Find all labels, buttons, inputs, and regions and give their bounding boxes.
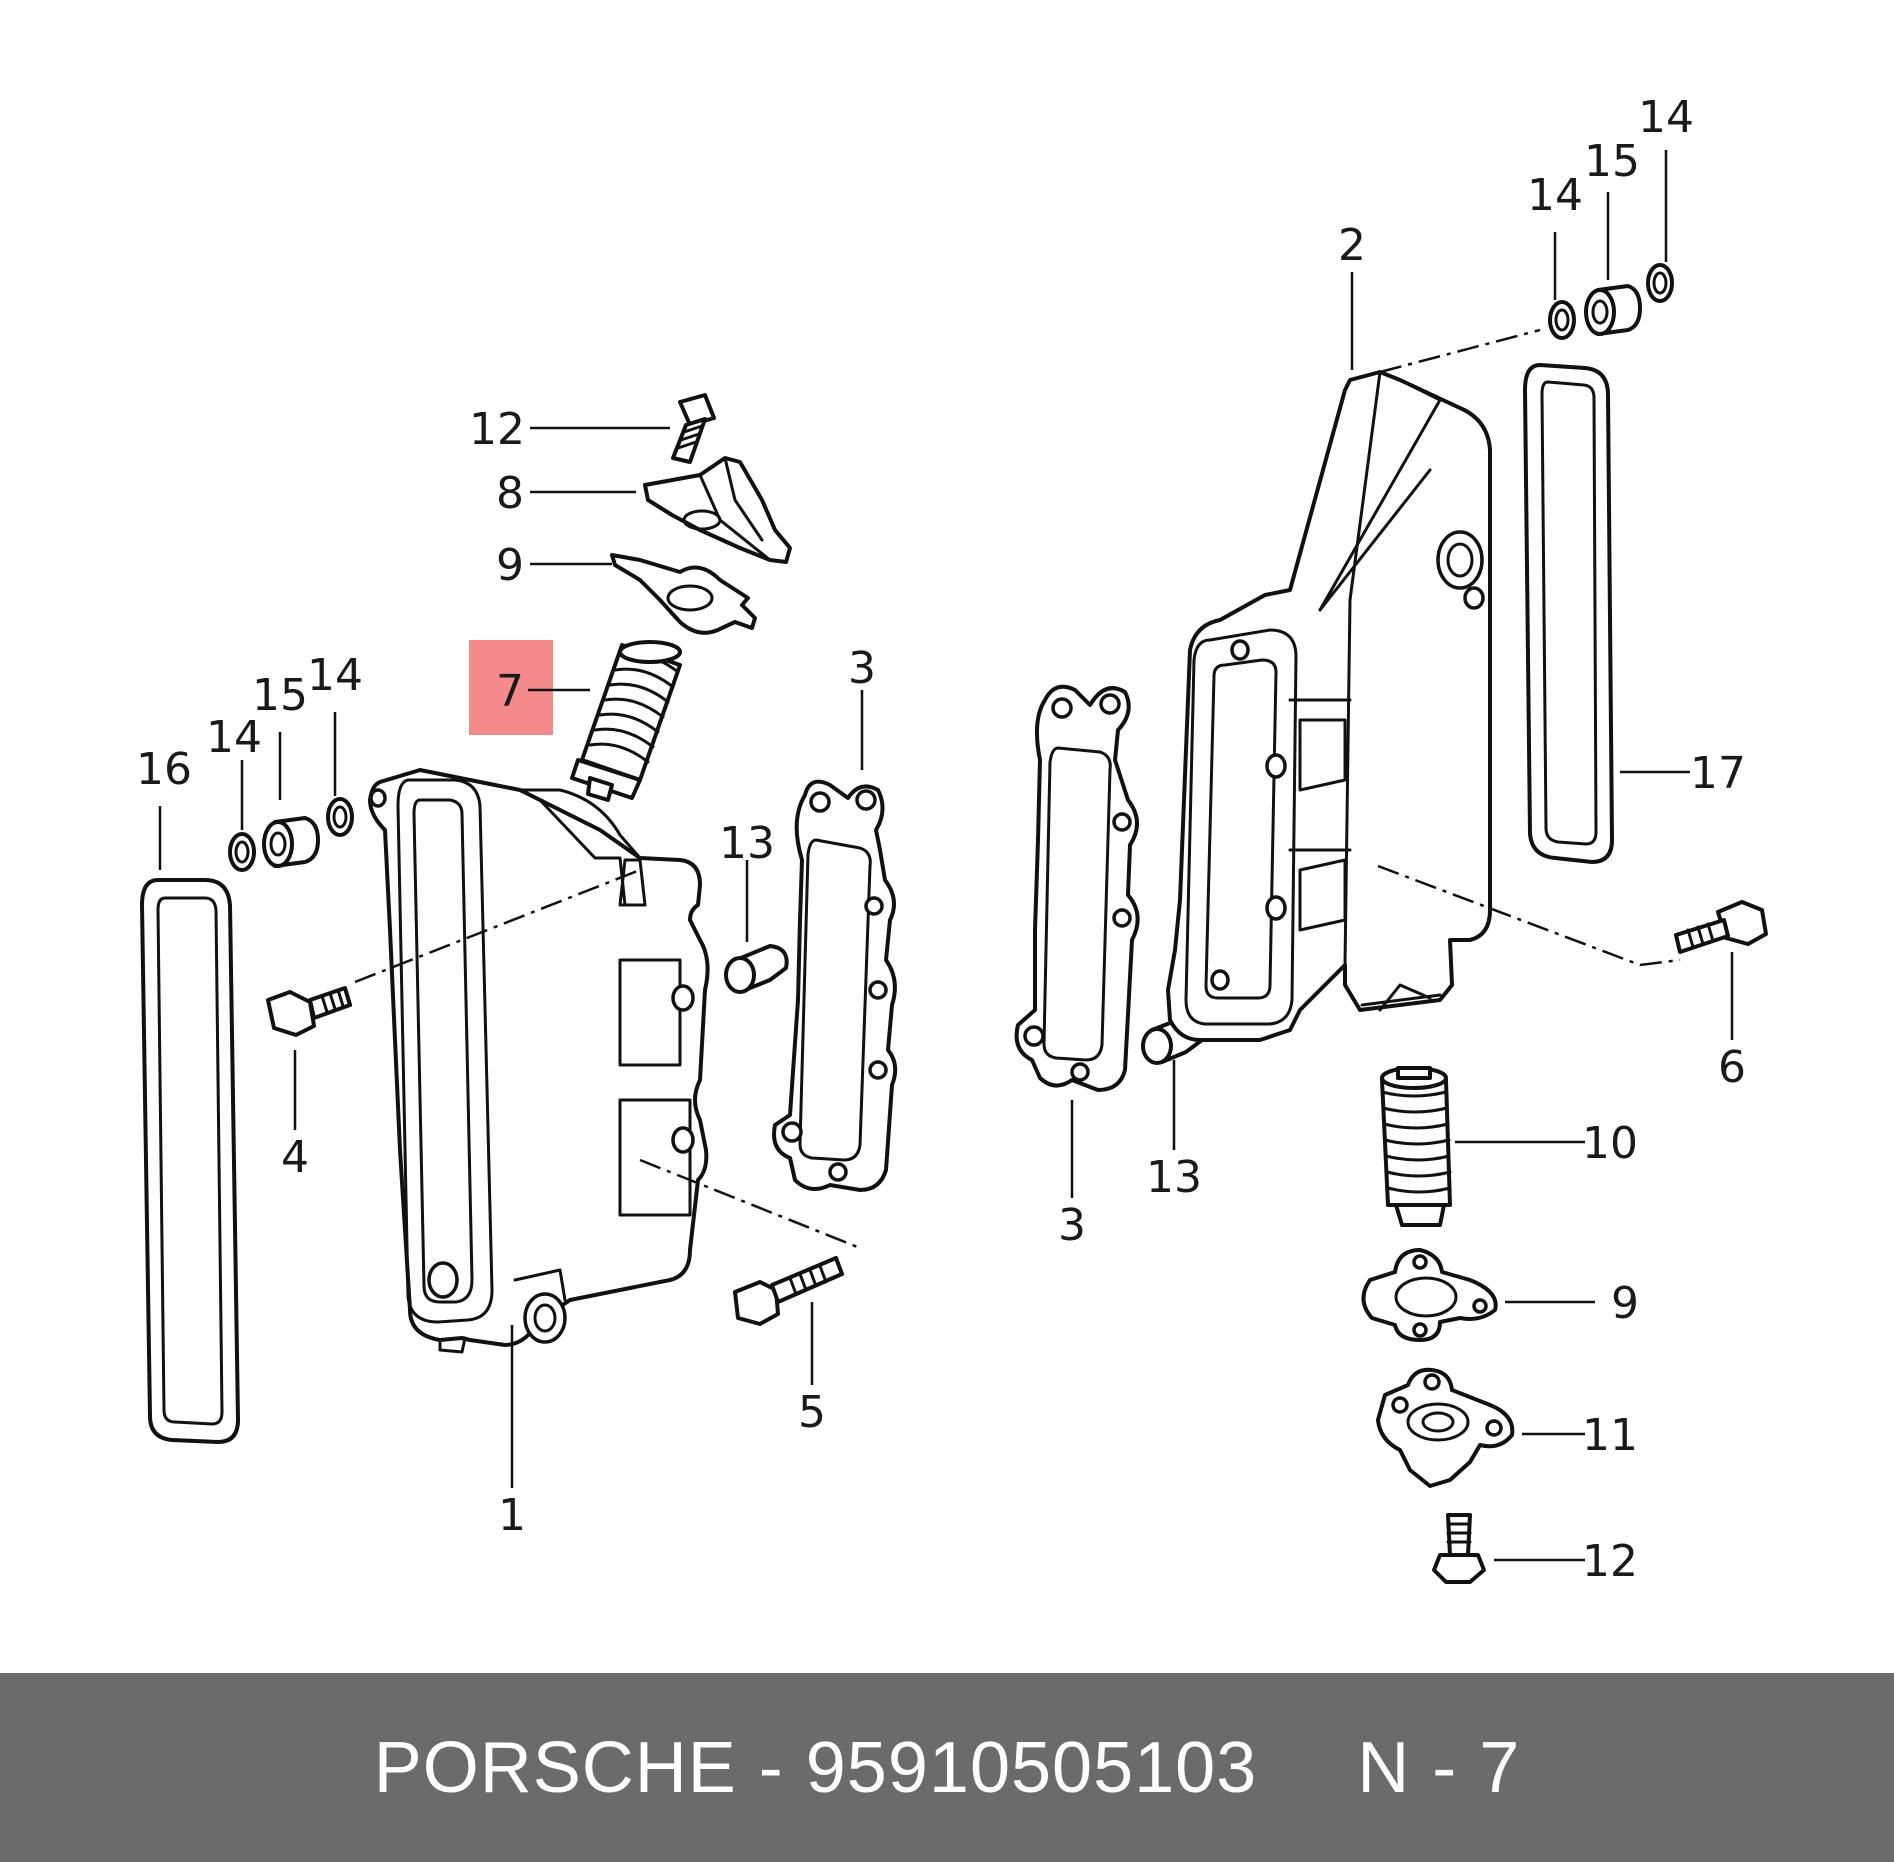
footer-caption: PORSCHE - 95910505103 N - 7 [0, 1673, 1894, 1862]
bushing-15-right[interactable] [1584, 284, 1642, 336]
callout-2: 2 [1338, 220, 1366, 271]
callout-15-right: 15 [1584, 136, 1640, 187]
reference-separator: - [1432, 1727, 1458, 1808]
alignment-lines [354, 328, 1681, 1250]
callout-3-right: 3 [1058, 1200, 1086, 1251]
callout-10: 10 [1582, 1118, 1638, 1169]
callout-14-right-a: 14 [1527, 170, 1583, 221]
callout-8: 8 [496, 468, 524, 519]
cover-housing-1[interactable] [368, 768, 710, 1354]
callout-14-left-b: 14 [307, 650, 363, 701]
callout-13-right: 13 [1146, 1152, 1202, 1203]
reference-prefix: N [1357, 1727, 1411, 1808]
exploded-parts-diagram: 1 2 3 3 4 5 6 7 8 9 9 10 11 12 12 13 13 … [136, 92, 1768, 1587]
bolt-4[interactable] [266, 986, 352, 1037]
callout-labels: 1 2 3 3 4 5 6 7 8 9 9 10 11 12 12 13 13 … [136, 92, 1746, 1587]
callout-9-left: 9 [496, 540, 524, 591]
reference-number: 7 [1479, 1727, 1521, 1808]
callout-6: 6 [1718, 1042, 1746, 1093]
part-identifier: PORSCHE - 95910505103 [374, 1727, 1258, 1809]
washer-14-left-a[interactable] [228, 832, 256, 872]
part-separator: - [758, 1727, 784, 1808]
callout-15-left: 15 [252, 670, 308, 721]
callout-7: 7 [496, 666, 524, 717]
bellows-spring-7[interactable] [570, 640, 682, 802]
callout-14-right-b: 14 [1638, 92, 1694, 143]
part-number: 95910505103 [805, 1727, 1258, 1808]
bolt-12-right[interactable] [1432, 1513, 1486, 1584]
sleeve-13-left[interactable] [724, 944, 789, 994]
callout-5: 5 [798, 1387, 826, 1438]
gasket-17[interactable] [1523, 363, 1614, 864]
callout-17: 17 [1690, 748, 1746, 799]
gasket-16[interactable] [140, 878, 240, 1444]
callout-9-right: 9 [1611, 1278, 1639, 1329]
callout-13-left: 13 [719, 818, 775, 869]
brand-name: PORSCHE [373, 1727, 737, 1808]
bolt-12-left[interactable] [671, 393, 716, 464]
selected-part-highlight [469, 640, 553, 735]
callout-14-left-a: 14 [206, 712, 262, 763]
washer-14-right-b[interactable] [1646, 263, 1674, 303]
gasket-9-right[interactable] [1361, 1248, 1498, 1342]
bellows-10[interactable] [1380, 1066, 1452, 1227]
bolt-5[interactable] [733, 1256, 844, 1326]
callout-12-right: 12 [1582, 1536, 1638, 1587]
callout-16: 16 [136, 744, 192, 795]
bolt-6[interactable] [1674, 900, 1768, 954]
diagram-reference: N - 7 [1357, 1727, 1520, 1809]
gasket-9-left[interactable] [610, 553, 757, 635]
cap-cover-8[interactable] [643, 456, 792, 564]
callout-11: 11 [1582, 1410, 1638, 1461]
callout-1: 1 [498, 1490, 526, 1541]
gasket-3-left[interactable] [772, 779, 898, 1192]
gasket-3-right[interactable] [1014, 684, 1140, 1092]
callout-4: 4 [281, 1132, 309, 1183]
callout-3-left: 3 [848, 643, 876, 694]
washer-14-left-b[interactable] [326, 797, 354, 837]
leader-lines [158, 150, 1734, 1562]
cover-housing-2[interactable] [1166, 370, 1492, 1042]
callout-12-left: 12 [469, 404, 525, 455]
washer-14-right-a[interactable] [1548, 300, 1576, 340]
footer-bar: PORSCHE - 95910505103 N - 7 [0, 1673, 1894, 1862]
bushing-15-left[interactable] [262, 816, 320, 868]
flange-11[interactable] [1376, 1367, 1515, 1488]
